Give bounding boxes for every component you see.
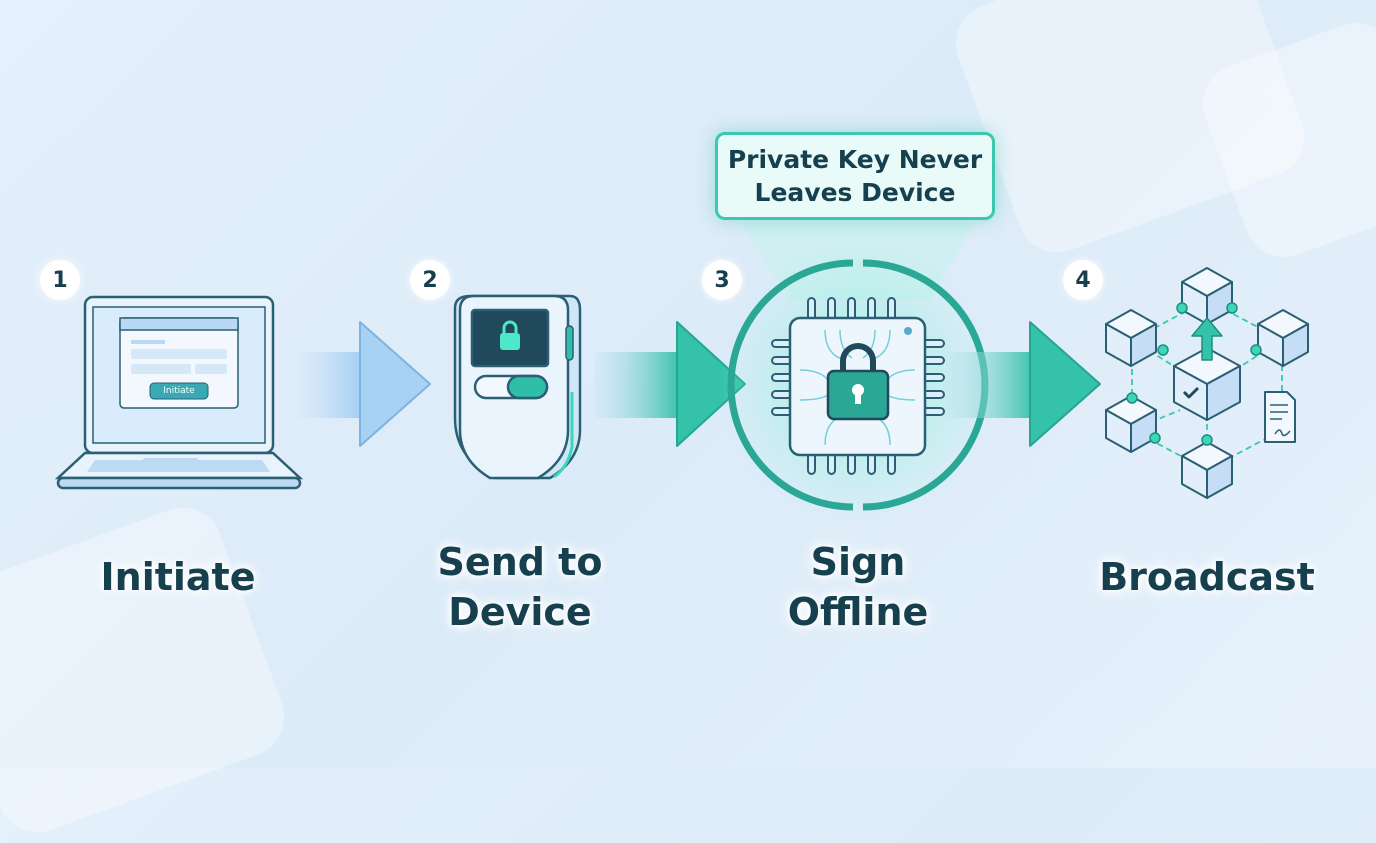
step-number-2: 2 [410,260,450,300]
block-cube [1105,395,1157,453]
block-cube [1105,309,1157,367]
block-cube [1181,267,1233,325]
center-block-cube [1173,347,1241,421]
arrow-right-icon [285,321,431,447]
secure-chip-icon [718,245,998,525]
step-number-3: 3 [702,260,742,300]
block-cube [1257,309,1309,367]
initiate-button-mock: Initiate [163,386,195,396]
step-1-label: Initiate [100,555,256,599]
private-key-callout: Private Key Never Leaves Device [715,132,995,220]
step-number-4: 4 [1063,260,1103,300]
illustration [54,222,1309,525]
signed-document-icon [1264,391,1296,443]
callout-line-2: Leaves Device [754,178,956,207]
hardware-wallet-icon [453,294,582,480]
step-label-initiate: Initiate [48,552,308,602]
step-2-label-line-2: Device [448,590,592,634]
step-2-label-line-1: Send to [437,540,603,584]
step-3-label-line-1: Sign [810,540,906,584]
step-4-label: Broadcast [1099,555,1315,599]
step-label-send-to-device: Send to Device [390,537,650,637]
block-cube [1181,441,1233,499]
callout-line-1: Private Key Never [727,145,983,174]
laptop-icon [54,295,304,490]
blockchain-network-icon [1105,267,1309,499]
arrow-right-icon [945,321,1101,447]
step-label-sign-offline: Sign Offline [728,537,988,637]
arrow-right-icon [595,321,746,447]
step-number-1: 1 [40,260,80,300]
step-label-broadcast: Broadcast [1077,552,1337,602]
step-3-label-line-2: Offline [787,590,929,634]
